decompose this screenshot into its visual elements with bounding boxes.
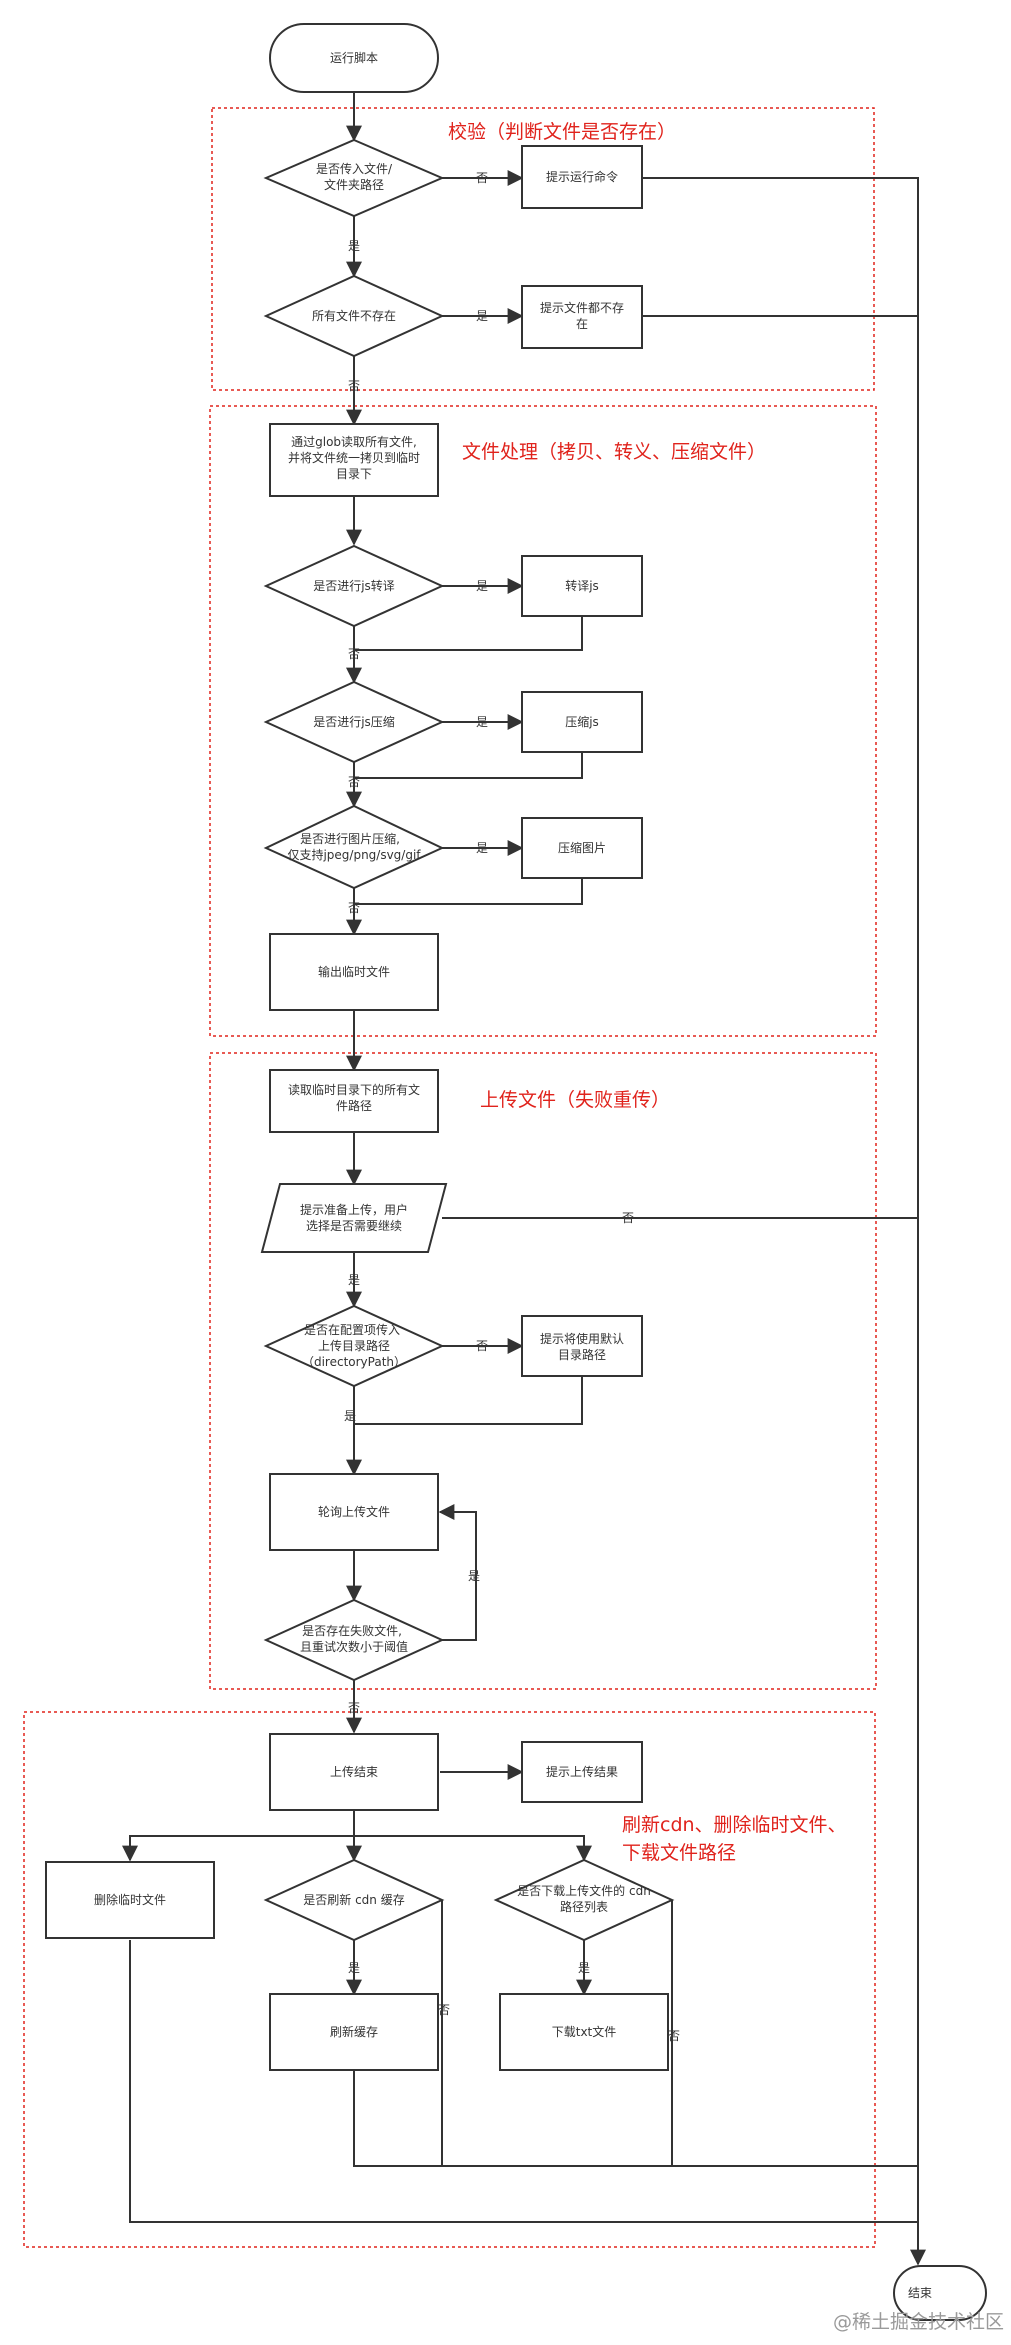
node-glob-line2: 并将文件统一拷贝到临时 <box>288 450 420 465</box>
edge-label-yes: 是 <box>476 309 488 323</box>
node-end: 结束 <box>893 2265 987 2321</box>
edge-label-no: 否 <box>476 171 488 185</box>
edge-label-no: 否 <box>348 379 360 393</box>
decision-image-line1: 是否进行图片压缩, <box>300 831 400 846</box>
node-default-dir: 提示将使用默认 目录路径 <box>521 1315 643 1377</box>
edge-label-no: 否 <box>348 647 360 661</box>
node-prompt-missing: 提示文件都不存 在 <box>521 285 643 349</box>
node-delete-tmp-label: 删除临时文件 <box>94 1892 166 1907</box>
node-glob-line3: 目录下 <box>336 467 372 481</box>
node-image: 压缩图片 <box>521 817 643 879</box>
edge-labels: 否 是 是 否 是 否 是 否 是 否 否 是 否 是 是 否 是 否 是 否 <box>344 171 680 2043</box>
group-upload: 上传文件（失败重传） <box>209 1052 877 1690</box>
decision-download-paths-line2: 路径列表 <box>560 1899 608 1914</box>
edge-label-yes: 是 <box>348 1961 360 1975</box>
node-delete-tmp: 删除临时文件 <box>45 1861 215 1939</box>
node-output-tmp-label: 输出临时文件 <box>318 964 390 979</box>
node-prompt-cmd-label: 提示运行命令 <box>546 169 618 184</box>
edge-label-yes: 是 <box>468 1569 480 1583</box>
node-read-tmp-line1: 读取临时目录下的所有文 <box>288 1082 420 1097</box>
node-prompt-missing-line2: 在 <box>576 317 588 331</box>
node-refresh-cache-label: 刷新缓存 <box>330 2024 378 2039</box>
edge-label-no: 否 <box>348 775 360 789</box>
decision-retry-line1: 是否存在失败文件, <box>302 1623 402 1638</box>
node-transpile-label: 转译js <box>565 578 599 593</box>
decision-download-paths: 是否下载上传文件的 cdn 路径列表 <box>493 1858 675 1942</box>
node-glob: 通过glob读取所有文件, 并将文件统一拷贝到临时 目录下 <box>269 423 439 497</box>
edge-label-yes: 是 <box>348 239 360 253</box>
group-validate-label: 校验（判断文件是否存在） <box>448 121 676 143</box>
decision-directory: 是否在配置项传入 上传目录路径 （directoryPath） <box>263 1304 445 1388</box>
node-output-tmp: 输出临时文件 <box>269 933 439 1011</box>
node-confirm-upload: 提示准备上传，用户 选择是否需要继续 <box>260 1183 448 1253</box>
decision-directory-line2: 上传目录路径 <box>318 1338 390 1353</box>
edge-label-no: 否 <box>668 2029 680 2043</box>
decision-refresh-cdn: 是否刷新 cdn 缓存 <box>263 1858 445 1942</box>
node-read-tmp: 读取临时目录下的所有文 件路径 <box>269 1069 439 1133</box>
decision-minify: 是否进行js压缩 <box>263 680 445 764</box>
group-finish-label-line1: 刷新cdn、删除临时文件、 <box>622 1814 847 1836</box>
edge-label-yes: 是 <box>476 715 488 729</box>
node-confirm-upload-line1: 提示准备上传，用户 <box>300 1202 408 1217</box>
node-default-dir-line1: 提示将使用默认 <box>540 1331 624 1346</box>
connectors <box>122 92 926 2266</box>
decision-all-missing: 所有文件不存在 <box>263 274 445 358</box>
node-refresh-cache: 刷新缓存 <box>269 1993 439 2071</box>
node-upload-done: 上传结束 <box>269 1733 439 1811</box>
group-finish: 刷新cdn、删除临时文件、 下载文件路径 <box>23 1711 876 2248</box>
node-upload-result: 提示上传结果 <box>521 1741 643 1803</box>
node-minify: 压缩js <box>521 691 643 753</box>
decision-all-missing-label: 所有文件不存在 <box>312 308 396 323</box>
group-finish-label-line2: 下载文件路径 <box>622 1842 736 1864</box>
node-prompt-missing-line1: 提示文件都不存 <box>540 300 624 315</box>
edge-label-yes: 是 <box>476 841 488 855</box>
node-prompt-cmd: 提示运行命令 <box>521 145 643 209</box>
node-upload-done-label: 上传结束 <box>330 1764 378 1779</box>
node-minify-label: 压缩js <box>565 714 599 729</box>
decision-image: 是否进行图片压缩, 仅支持jpeg/png/svg/gif <box>263 804 445 890</box>
node-upload-result-label: 提示上传结果 <box>546 1764 618 1779</box>
decision-directory-line1: 是否在配置项传入 <box>304 1322 400 1337</box>
edge-label-yes: 是 <box>476 579 488 593</box>
decision-transpile: 是否进行js转译 <box>263 544 445 628</box>
decision-retry-line2: 且重试次数小于阈值 <box>300 1639 408 1654</box>
watermark: @稀土掘金技术社区 <box>833 2311 1004 2333</box>
group-process-label: 文件处理（拷贝、转义、压缩文件） <box>462 441 766 463</box>
edge-label-no: 否 <box>622 1211 634 1225</box>
node-start-label: 运行脚本 <box>330 50 378 65</box>
node-poll-upload: 轮询上传文件 <box>269 1473 439 1551</box>
node-end-label: 结束 <box>908 2286 932 2300</box>
decision-has-path-line1: 是否传入文件/ <box>316 161 393 176</box>
node-default-dir-line2: 目录路径 <box>558 1347 606 1362</box>
node-download-txt: 下载txt文件 <box>499 1993 669 2071</box>
node-download-txt-label: 下载txt文件 <box>552 2024 617 2039</box>
decision-minify-label: 是否进行js压缩 <box>313 714 395 729</box>
edge-label-no: 否 <box>438 2003 450 2017</box>
node-confirm-upload-line2: 选择是否需要继续 <box>306 1219 402 1233</box>
decision-download-paths-line1: 是否下载上传文件的 cdn <box>517 1883 651 1898</box>
decision-directory-line3: （directoryPath） <box>302 1355 406 1369</box>
decision-image-line2: 仅支持jpeg/png/svg/gif <box>287 847 421 862</box>
edge-label-no: 否 <box>348 901 360 915</box>
edge-label-yes: 是 <box>344 1409 356 1423</box>
group-process: 文件处理（拷贝、转义、压缩文件） <box>209 405 877 1037</box>
node-read-tmp-line2: 件路径 <box>336 1098 372 1113</box>
edge-label-no: 否 <box>476 1339 488 1353</box>
decision-has-path: 是否传入文件/ 文件夹路径 <box>263 138 445 218</box>
node-image-label: 压缩图片 <box>558 840 606 855</box>
node-poll-upload-label: 轮询上传文件 <box>318 1504 390 1519</box>
decision-retry: 是否存在失败文件, 且重试次数小于阈值 <box>263 1598 445 1682</box>
edge-label-yes: 是 <box>578 1961 590 1975</box>
group-validate: 校验（判断文件是否存在） <box>211 107 875 391</box>
group-upload-label: 上传文件（失败重传） <box>480 1089 670 1111</box>
node-start: 运行脚本 <box>269 23 439 93</box>
node-glob-line1: 通过glob读取所有文件, <box>291 434 417 449</box>
edge-label-no: 否 <box>348 1701 360 1715</box>
edge-label-yes: 是 <box>348 1273 360 1287</box>
decision-has-path-line2: 文件夹路径 <box>324 177 384 192</box>
node-transpile: 转译js <box>521 555 643 617</box>
decision-refresh-cdn-label: 是否刷新 cdn 缓存 <box>303 1892 404 1907</box>
decision-transpile-label: 是否进行js转译 <box>313 578 395 593</box>
